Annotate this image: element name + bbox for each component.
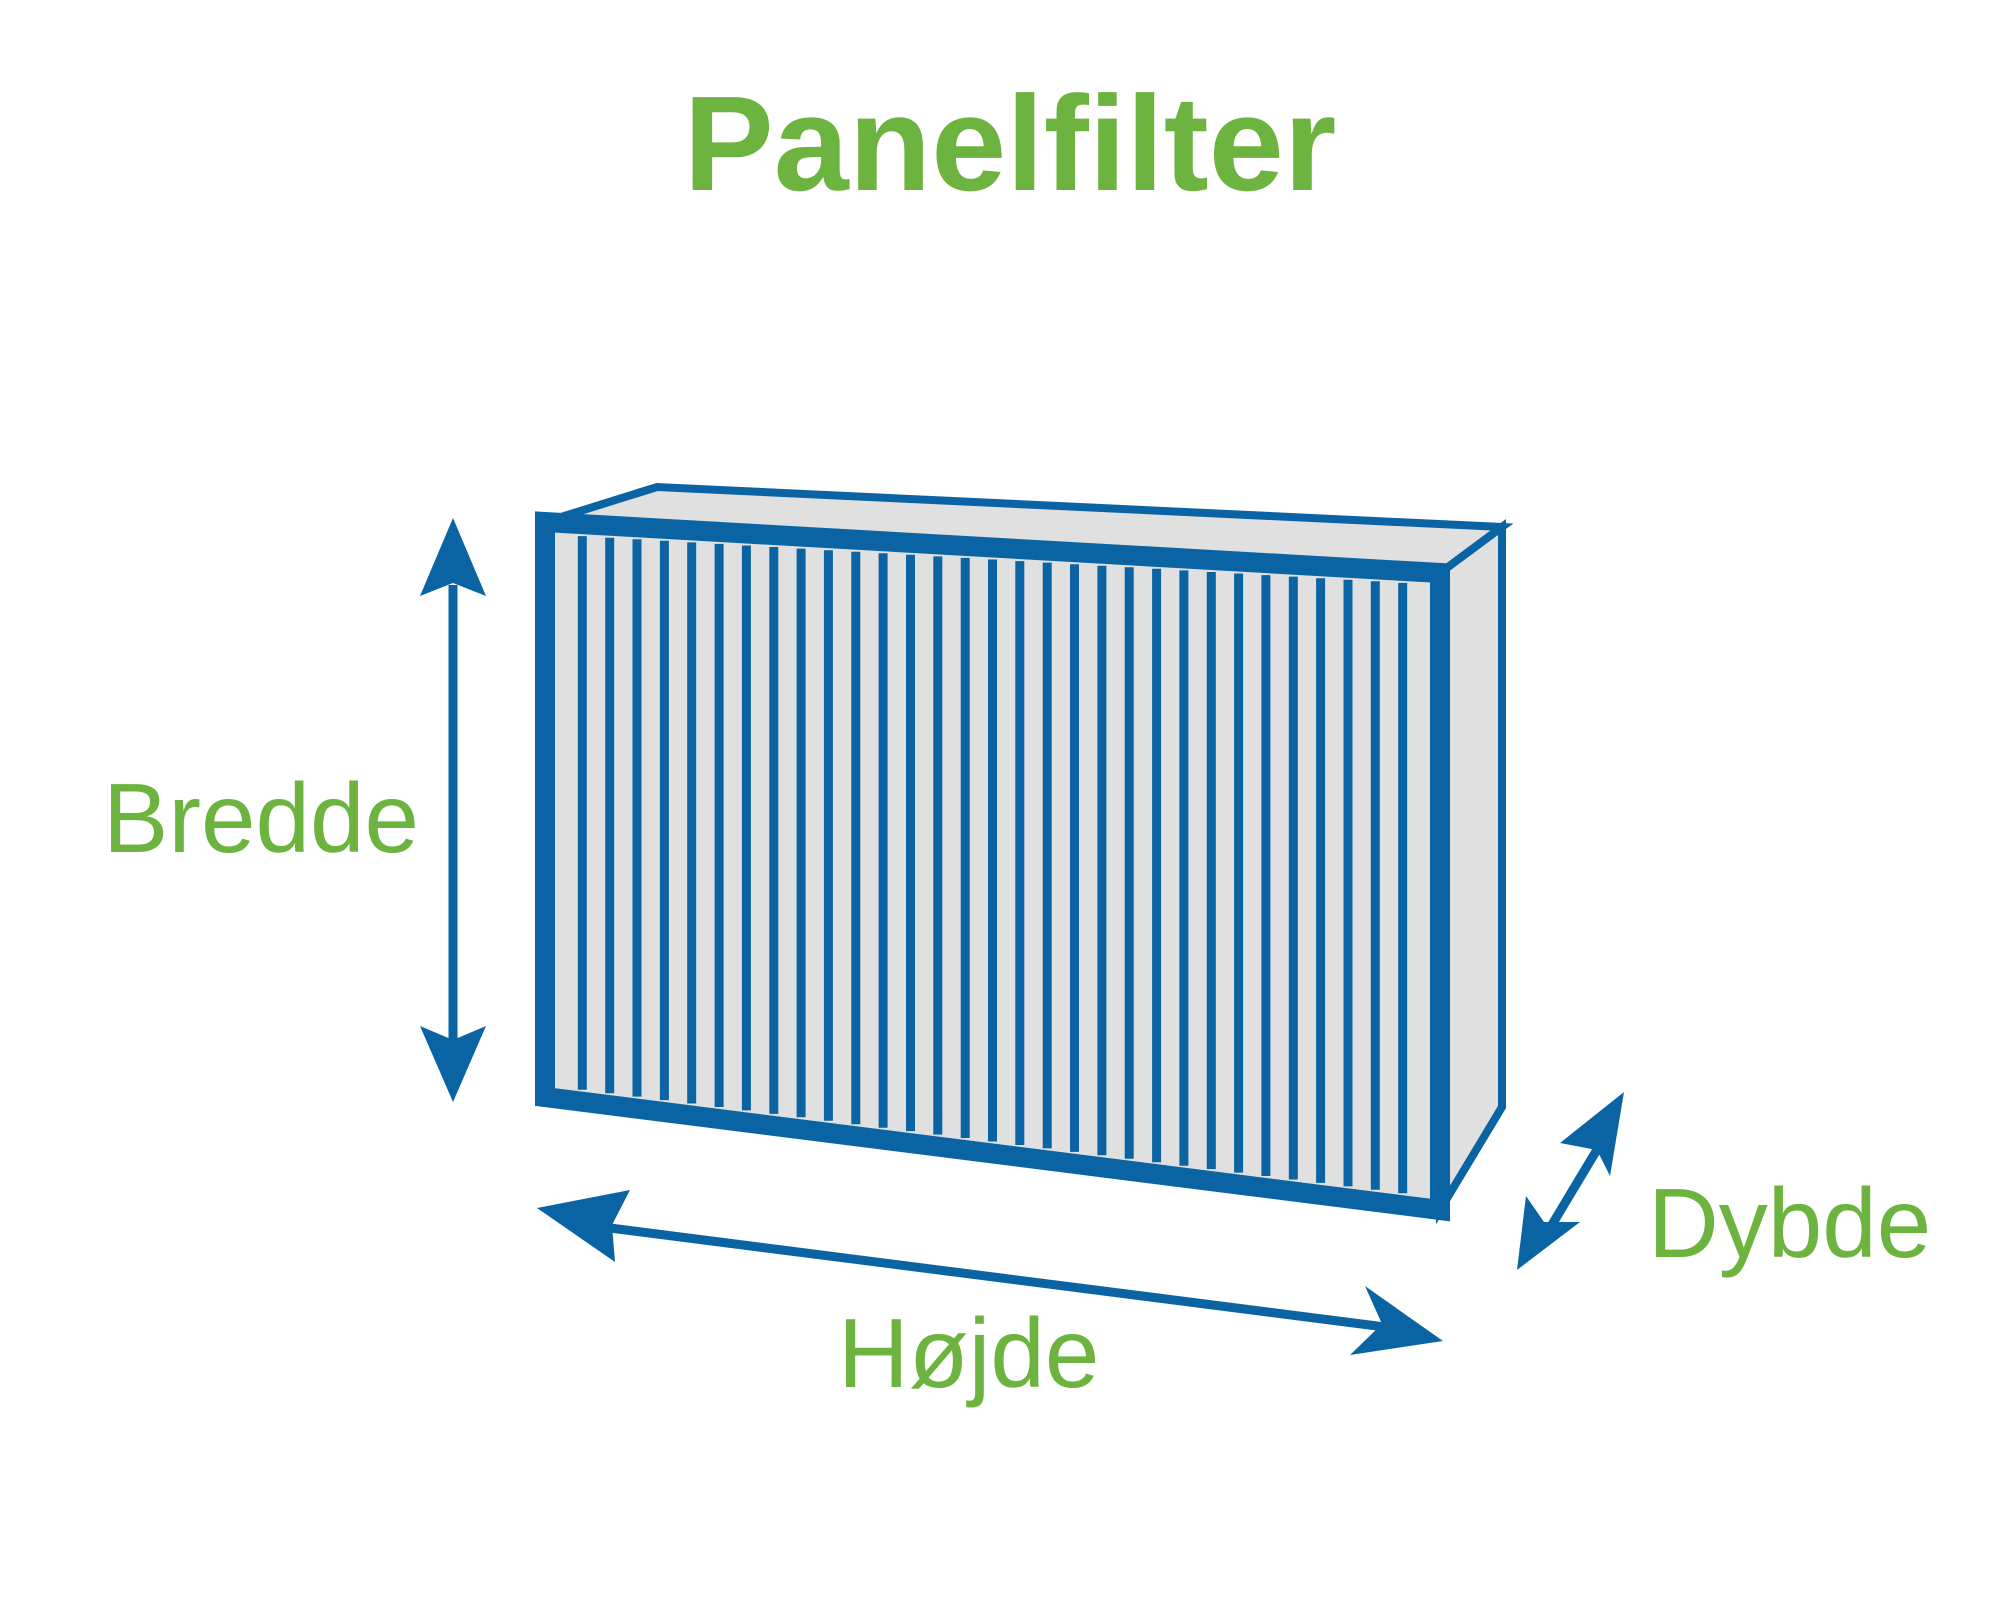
height-arrow-head-right <box>1350 1286 1443 1355</box>
width-arrow-head-bottom <box>420 1026 486 1102</box>
depth-arrow-head-top <box>1560 1092 1624 1176</box>
height-arrow <box>537 1190 1443 1355</box>
width-arrow <box>420 518 486 1102</box>
filter-pleats <box>577 536 1408 1194</box>
filter-front-frame <box>535 511 1450 1222</box>
depth-label: Dybde <box>1648 1168 1931 1278</box>
depth-arrow-head-bottom <box>1517 1196 1580 1270</box>
filter-box <box>535 482 1514 1225</box>
width-label: Bredde <box>103 763 419 873</box>
height-label: Højde <box>838 1298 1099 1408</box>
depth-arrow <box>1517 1092 1624 1270</box>
width-arrow-head-top <box>420 518 486 596</box>
diagram-title: Panelfilter <box>684 68 1337 219</box>
height-arrow-head-left <box>537 1190 630 1262</box>
height-arrow-shaft <box>609 1223 1386 1332</box>
